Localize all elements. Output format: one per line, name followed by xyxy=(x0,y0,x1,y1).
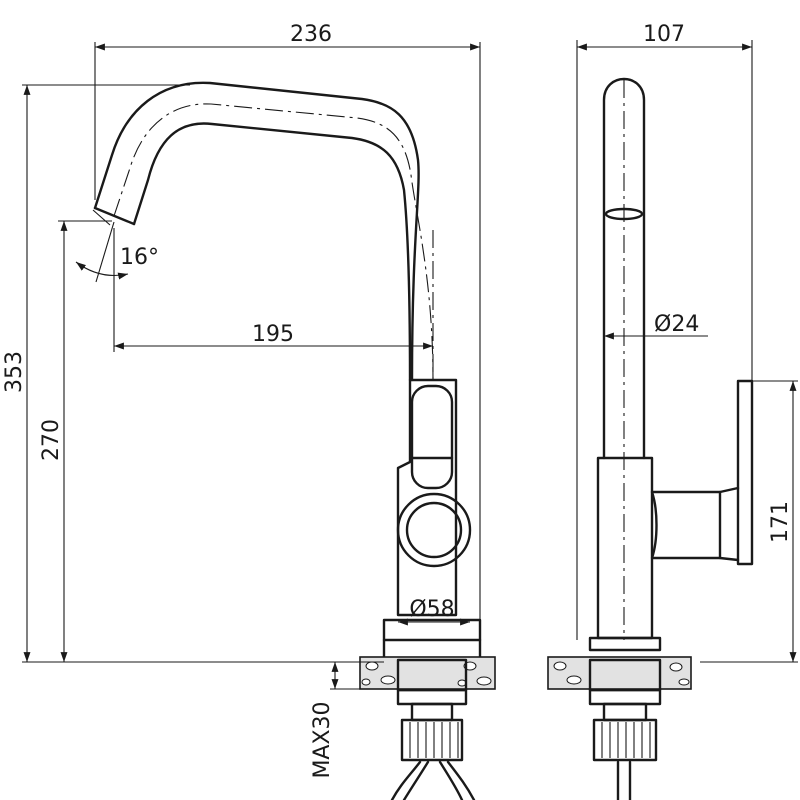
angle-arc xyxy=(75,261,129,280)
side-countertop-section xyxy=(547,656,692,690)
front-view: 236 353 270 195 16° Ø58 MAX30 xyxy=(2,22,496,800)
spout-centerline xyxy=(113,103,434,381)
dim-base-diameter: Ø58 xyxy=(409,597,454,622)
side-lever xyxy=(736,379,754,566)
mounting-washer xyxy=(410,702,454,722)
dim-handle-height: 171 xyxy=(768,501,793,543)
supply-hoses xyxy=(390,760,476,800)
side-mounting-washer xyxy=(602,702,648,722)
outlet-face xyxy=(92,209,111,226)
threaded-shank xyxy=(400,718,464,762)
side-lever-link-top xyxy=(718,486,740,494)
dim-spout-height: 270 xyxy=(39,419,64,461)
dim-spout-diameter: Ø24 xyxy=(654,312,699,337)
side-supply-hose xyxy=(616,760,632,800)
side-body xyxy=(596,456,654,640)
mounting-nut xyxy=(396,688,468,706)
dim-total-height: 353 xyxy=(2,351,27,393)
dim-overall-width: 236 xyxy=(290,22,332,47)
side-lever-link-bottom xyxy=(718,556,740,562)
lever-ring-inner xyxy=(405,501,463,559)
side-countertop-texture xyxy=(553,661,690,686)
side-handle xyxy=(650,490,722,560)
lever-slot xyxy=(410,384,454,490)
spout-inner xyxy=(132,122,412,382)
side-threaded-shank xyxy=(592,718,658,762)
side-view: 107 Ø24 171 xyxy=(547,22,798,800)
dim-spout-reach: 195 xyxy=(252,322,294,347)
base-plate xyxy=(382,618,482,642)
dim-max-thickness: MAX30 xyxy=(310,701,335,778)
side-base-plate xyxy=(588,636,662,652)
side-mounting-nut xyxy=(588,688,662,706)
dim-overall-depth: 107 xyxy=(643,22,685,47)
spout-outer xyxy=(93,81,420,382)
dim-angle: 16° xyxy=(120,245,159,270)
side-spout-tube xyxy=(602,77,646,460)
faucet-body xyxy=(396,378,458,617)
lever-ring-outer xyxy=(396,492,472,568)
